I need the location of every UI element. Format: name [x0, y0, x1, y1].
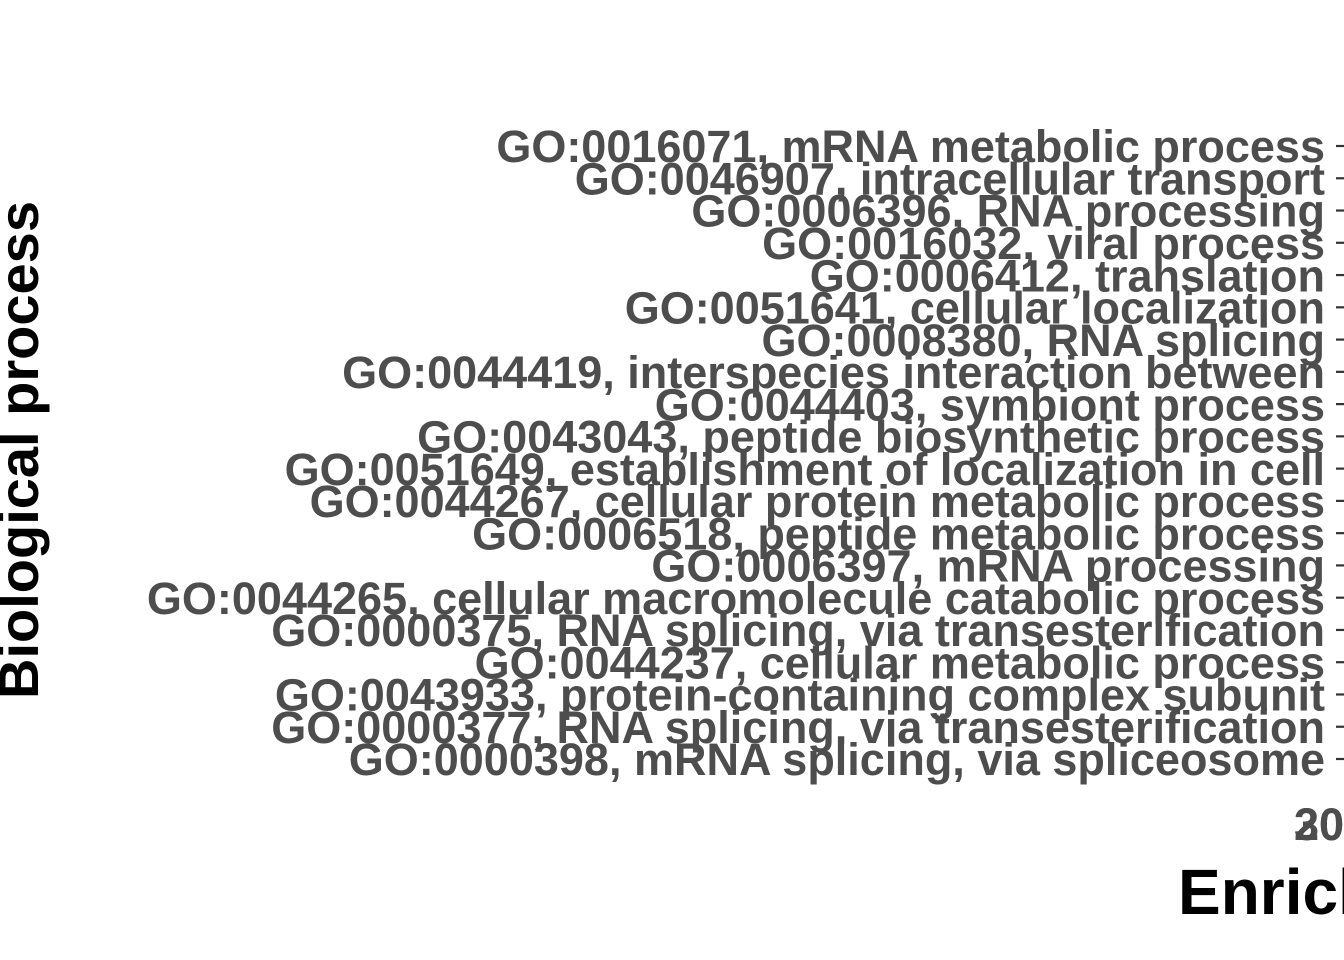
y-tick-label: GO:0043043, peptide biosynthetic process [417, 412, 1325, 463]
y-tick-label: GO:0044403, symbiont process [655, 379, 1325, 430]
y-tick-label: GO:0006396, RNA processing [691, 186, 1325, 237]
y-axis-title: Biological process [0, 201, 50, 699]
y-tick-label: GO:0044419, interspecies interaction bet… [342, 347, 1325, 398]
y-tick-label: GO:0000377, RNA splicing, via transester… [271, 702, 1325, 753]
y-tick-label: GO:0051641, cellular localization [625, 283, 1325, 334]
y-tick-label: GO:0044237, cellular metabolic process [475, 637, 1325, 688]
y-tick-label: GO:0006518, peptide metabolic process [472, 508, 1325, 559]
y-tick-label: GO:0043933, protein-containing complex s… [275, 670, 1325, 721]
x-tick-label: 30 [1294, 799, 1344, 850]
y-tick-label: GO:0016071, mRNA metabolic process [496, 121, 1325, 172]
y-tick-label: GO:0044267, cellular protein metabolic p… [310, 476, 1325, 527]
y-tick-label: GO:0000398, mRNA splicing, via spliceoso… [349, 734, 1325, 785]
y-tick-label: GO:0016032, viral process [762, 218, 1325, 269]
y-tick-label: GO:0000375, RNA splicing, via transester… [271, 605, 1325, 656]
y-tick-label: GO:0006397, mRNA processing [651, 541, 1325, 592]
y-tick-label: GO:0006412, translation [810, 250, 1325, 301]
y-tick-label: GO:0008380, RNA splicing [761, 315, 1325, 366]
y-tick-label: GO:0044265, cellular macromolecule catab… [147, 573, 1325, 624]
y-axis: GO:0016071, mRNA metabolic processGO:004… [147, 121, 1344, 785]
x-axis-title: Enrich [1178, 856, 1344, 928]
y-tick-label: GO:0046907, intracellular transport [575, 153, 1325, 204]
x-tick-label: 20 [1294, 799, 1344, 850]
y-tick-label: GO:0051649, establishment of localizatio… [285, 444, 1325, 495]
